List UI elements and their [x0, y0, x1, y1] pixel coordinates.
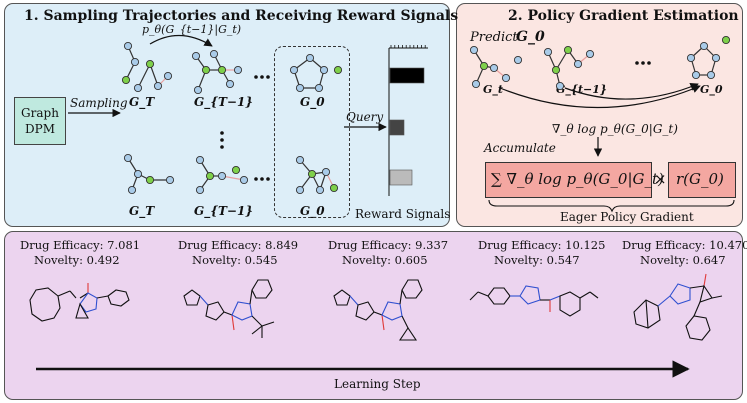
graph-dpm-label-2: DPM — [25, 122, 55, 136]
ellipsis-vertical — [220, 131, 224, 149]
efficacy-value-4: 10.125 — [565, 238, 606, 252]
graph-p2-g0 — [686, 35, 731, 80]
novelty-value-2: 0.545 — [244, 253, 278, 267]
molecule-2 — [183, 279, 275, 338]
efficacy-value-1: 7.081 — [107, 238, 141, 252]
eager-policy-gradient-label: Eager Policy Gradient — [560, 210, 694, 224]
grad-label: ∇_θ log p_θ(G_0|G_t) — [552, 122, 678, 136]
efficacy-prefix-3: Drug Efficacy: — [328, 238, 412, 252]
efficacy-value-5: 10.470 — [709, 238, 747, 252]
node-label-gt: G_t — [483, 83, 503, 96]
ellipsis-bottom-row — [254, 177, 270, 181]
molecule-3 — [333, 279, 423, 341]
predict-arrow — [499, 85, 701, 109]
sampling-label: Sampling — [70, 96, 128, 110]
label-g0-bottom: G_0 — [300, 204, 325, 218]
mol2-novelty: Novelty: 0.545 — [192, 253, 278, 267]
mol5-novelty: Novelty: 0.647 — [640, 253, 726, 267]
graph-g0-bottom — [295, 155, 339, 195]
accumulate-label: Accumulate — [484, 141, 556, 155]
graph-gT-top — [121, 41, 173, 93]
graph-g0-top — [289, 53, 343, 93]
novelty-value-5: 0.647 — [692, 253, 726, 267]
novelty-prefix-2: Novelty: — [192, 253, 241, 267]
mol5-efficacy: Drug Efficacy: 10.470 — [622, 238, 747, 252]
efficacy-value-3: 9.337 — [415, 238, 449, 252]
efficacy-prefix-1: Drug Efficacy: — [20, 238, 104, 252]
ellipsis-panel2 — [635, 61, 651, 65]
transition-arrow — [149, 34, 213, 47]
efficacy-value-2: 8.849 — [265, 238, 299, 252]
reward-bar-2 — [389, 119, 405, 136]
graph-dpm-box: Graph DPM — [14, 97, 66, 145]
molecule-progress-panel — [4, 231, 743, 400]
learning-step-label: Learning Step — [334, 377, 421, 391]
panel2-title: 2. Policy Gradient Estimation — [508, 8, 739, 24]
formula-right: r(G_0) — [676, 170, 724, 188]
mol4-efficacy: Drug Efficacy: 10.125 — [478, 238, 605, 252]
mol4-novelty: Novelty: 0.547 — [494, 253, 580, 267]
reward-signals-label: Reward Signals — [355, 207, 451, 221]
graph-gT-bottom — [123, 153, 175, 195]
molecule-1 — [29, 283, 130, 322]
label-gT-bottom: G_T — [129, 204, 155, 218]
label-gT1-top: G_{T−1} — [194, 95, 254, 109]
efficacy-prefix-5: Drug Efficacy: — [622, 238, 706, 252]
mol3-novelty: Novelty: 0.605 — [342, 253, 428, 267]
formula-left: ∑ ∇_θ log p_θ(G_0|G_t) — [491, 170, 664, 188]
gradient-sum-box — [485, 162, 652, 198]
graph-gT1-top — [191, 49, 243, 95]
novelty-value-3: 0.605 — [394, 253, 428, 267]
reward-bar-1 — [389, 67, 425, 84]
node-label-g0: G_0 — [700, 83, 723, 96]
reward-bar-3 — [389, 169, 413, 186]
sampling-panel — [4, 3, 450, 227]
novelty-value-1: 0.492 — [86, 253, 120, 267]
final-graphs-box — [274, 46, 350, 218]
novelty-prefix-5: Novelty: — [640, 253, 689, 267]
mol1-efficacy: Drug Efficacy: 7.081 — [20, 238, 140, 252]
node-label-gt1: G_{t−1} — [556, 83, 607, 96]
molecule-5 — [633, 273, 723, 341]
efficacy-prefix-2: Drug Efficacy: — [178, 238, 262, 252]
label-g0-top: G_0 — [300, 95, 325, 109]
label-gT1-bottom: G_{T−1} — [194, 204, 254, 218]
novelty-prefix-1: Novelty: — [34, 253, 83, 267]
predict-arrow-2 — [564, 82, 699, 100]
label-gT-top: G_T — [129, 95, 155, 109]
graph-p2-gt — [469, 45, 523, 89]
panel1-title: 1. Sampling Trajectories and Receiving R… — [24, 8, 459, 24]
times-symbol: × — [654, 170, 667, 188]
ellipsis-top-row — [254, 75, 270, 79]
molecule-4 — [469, 285, 599, 317]
reward-box — [668, 162, 736, 198]
novelty-prefix-4: Novelty: — [494, 253, 543, 267]
predict-label: Predict — [470, 30, 518, 45]
mol3-efficacy: Drug Efficacy: 9.337 — [328, 238, 448, 252]
graph-p2-gt1 — [543, 45, 595, 91]
reward-ticks — [390, 45, 426, 48]
mol2-efficacy: Drug Efficacy: 8.849 — [178, 238, 298, 252]
predict-target: G_0 — [516, 29, 545, 45]
novelty-prefix-3: Novelty: — [342, 253, 391, 267]
graph-gT1-bottom — [195, 155, 249, 195]
eager-gradient-brace — [488, 199, 735, 213]
mol1-novelty: Novelty: 0.492 — [34, 253, 120, 267]
graph-dpm-label-1: Graph — [21, 106, 59, 120]
novelty-value-4: 0.547 — [546, 253, 580, 267]
query-label: Query — [346, 110, 384, 124]
transition-label: p_θ(G_{t−1}|G_t) — [142, 23, 242, 36]
efficacy-prefix-4: Drug Efficacy: — [478, 238, 562, 252]
